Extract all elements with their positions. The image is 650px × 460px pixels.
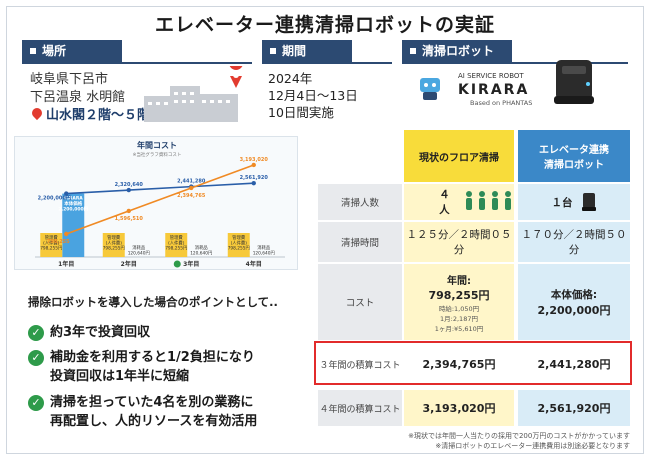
bar-mgmt-label: 管理費(人件費)798,255円: [165, 234, 187, 252]
robot-mascot-icon: [420, 78, 440, 100]
place-section: 場所: [22, 40, 252, 64]
place-line3: 山水閣２階～５階: [46, 108, 151, 123]
point-1: 約3年で投資回収: [50, 325, 151, 340]
year3-check-icon: [173, 260, 181, 268]
row-label-3yr: ３年間の積算コスト: [318, 342, 402, 386]
period-section: 期間: [262, 40, 392, 64]
place-line2: 下呂温泉 水明館: [30, 90, 126, 105]
row-robot-staff: １台: [518, 184, 630, 220]
table-note-1: ※現状では年間一人当たりの採用で200万円のコストがかかっています: [408, 432, 630, 440]
period-line2: 12月4日～13日: [268, 88, 358, 103]
row-robot-3yr: 2,441,280円: [518, 342, 630, 386]
data-label: 2,320,640: [115, 182, 144, 188]
row-label-4yr: ４年間の積算コスト: [318, 390, 402, 426]
series-point: [251, 180, 256, 186]
robot-brand-name: KIRARA: [458, 82, 530, 98]
table-head-robot: エレベータ連携 清掃ロボット: [518, 130, 630, 182]
row-current-3yr: 2,394,765円: [404, 342, 514, 386]
data-label: 798,255: [47, 239, 70, 245]
bar-mgmt-cost: [102, 233, 125, 257]
period-line1: 2024年: [268, 71, 313, 86]
table-head-current: 現状のフロア清掃: [404, 130, 514, 182]
point-2-cont: 投資回収は1年半に短縮: [50, 369, 190, 384]
chart-subtitle: ※当社グラフ資料コスト: [133, 151, 182, 158]
data-label: 2,441,280: [177, 179, 206, 185]
period-label: 期間: [262, 40, 352, 62]
point-3-cont: 再配置し、人的リソースを有効活用: [50, 414, 258, 429]
data-label: 1,596,510: [115, 216, 144, 222]
robot-brand-sub: Based on PHANTAS: [470, 99, 533, 107]
bar-mgmt-cost: [165, 233, 188, 257]
series-point: [126, 187, 131, 193]
data-label: 2,200,000円: [38, 195, 71, 202]
series-line-0: [66, 182, 254, 195]
data-label: 2,394,765: [177, 193, 206, 199]
series-point: [251, 162, 256, 168]
highlight-frame: [314, 341, 632, 385]
row-current-cost: 年間: 798,255円 時給:1,050円 1月:2,187円 1ヶ月:¥5,…: [404, 264, 514, 340]
check-icon: ✓: [28, 395, 44, 411]
data-label: 2,561,920: [240, 175, 269, 181]
row-robot-4yr: 2,561,920円: [518, 390, 630, 426]
table-note-2: ※清掃ロボットのエレベーター連携費用は別途必要となります: [435, 442, 630, 450]
x-tick-label: 3年目: [183, 260, 199, 268]
robot-image: [554, 60, 594, 104]
series-line-1: [65, 164, 255, 235]
point-2: 補助金を利用すると1/2負担になり: [50, 350, 255, 365]
chart-title: 年間コスト: [137, 140, 177, 150]
robot-label: 清掃ロボット: [402, 40, 512, 62]
bar-mgmt-cost: [40, 233, 63, 257]
bar-mgmt-label: 管理費(人件費)798,255円: [103, 234, 125, 252]
period-line3: 10日間実施: [268, 105, 334, 120]
row-robot-time: １７０分／２時間５０分: [518, 222, 630, 262]
bar-mgmt-label: 管理費(人件費)798,255円: [40, 234, 62, 252]
row-label-staff: 清掃人数: [318, 184, 402, 220]
cleaning-staff-icon: [465, 191, 511, 210]
series-point: [126, 208, 131, 214]
row-label-cost: コスト: [318, 264, 402, 340]
page-frame: [6, 6, 644, 454]
x-tick-label: 2年目: [121, 260, 137, 268]
robot-section: 清掃ロボット: [402, 40, 628, 64]
row-robot-cost: 本体価格: 2,200,000円: [518, 264, 630, 340]
robot-small-icon: [581, 193, 596, 211]
hotel-illustration: [144, 66, 243, 122]
bar-kirara-year1: [62, 193, 85, 257]
check-icon: ✓: [28, 350, 44, 366]
bar-mgmt-label: 管理費(人件費)798,255円: [228, 234, 250, 252]
row-label-time: 清掃時間: [318, 222, 402, 262]
row-current-staff: ４人: [404, 184, 514, 220]
robot-brand-small: AI SERVICE ROBOT: [458, 72, 524, 80]
point-3: 清掃を担っていた4名を別の業務に: [50, 395, 254, 410]
check-icon: ✓: [28, 325, 44, 341]
row-current-time: １２５分／２時間０５分: [404, 222, 514, 262]
series-point: [64, 191, 69, 196]
points-lead: 掃除ロボットを導入した場合のポイントとして..: [28, 295, 278, 309]
page-title: エレベーター連携清掃ロボットの実証: [154, 14, 495, 36]
series-point: [64, 231, 69, 237]
row-current-4yr: 3,193,020円: [404, 390, 514, 426]
data-label: 3,193,020: [240, 157, 269, 163]
place-line1: 岐阜県下呂市: [30, 72, 109, 87]
place-label: 場所: [22, 40, 122, 62]
series-point: [189, 185, 194, 191]
bar-mgmt-cost: [227, 233, 250, 257]
x-tick-label: 1年目: [58, 260, 74, 268]
x-tick-label: 4年目: [246, 260, 262, 268]
